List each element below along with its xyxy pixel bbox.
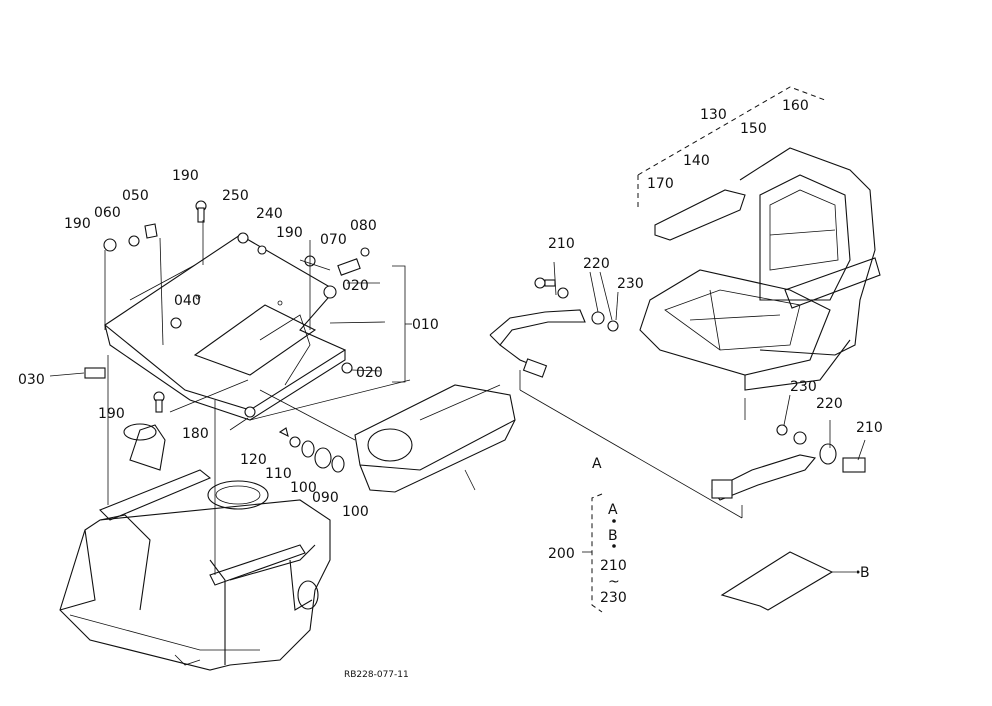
label-160: 160 [782,98,809,114]
leader-lines-left [49,220,412,575]
kit-bracket [582,493,616,613]
label-240: 240 [256,206,283,222]
label-120: 120 [240,452,267,468]
label-230-a: 230 [617,276,644,292]
label-090: 090 [312,490,339,506]
label-210-a: 210 [548,236,575,252]
sticker-b [720,551,860,611]
label-110: 110 [265,466,292,482]
label-a-line: A [592,456,602,472]
frame-body [59,423,331,671]
label-020-a: 020 [342,278,369,294]
label-010: 010 [412,317,439,333]
label-030: 030 [18,372,45,388]
label-190-a: 190 [172,168,199,184]
label-100-b: 100 [342,504,369,520]
label-200: 200 [548,546,575,562]
kit-a: A [608,502,618,518]
slide-rail-assembly [354,384,516,493]
label-220-b: 220 [816,396,843,412]
seat-belt [489,261,866,519]
kit-tilde: ~ [608,574,620,590]
label-230-b: 230 [790,379,817,395]
label-210-b: 210 [856,420,883,436]
label-250: 250 [222,188,249,204]
label-040: 040 [174,293,201,309]
label-180: 180 [182,426,209,442]
seat-assembly [639,147,881,420]
labels: 190 050 060 190 250 240 190 070 080 020 … [18,98,883,680]
label-190-c: 190 [276,225,303,241]
label-150: 150 [740,121,767,137]
kit-b: B [608,528,618,544]
label-050: 050 [122,188,149,204]
hardware-parts [84,200,370,473]
seat-mount-plate [104,234,347,421]
label-190-d: 190 [98,406,125,422]
label-220-a: 220 [583,256,610,272]
label-020-b: 020 [356,365,383,381]
label-070: 070 [320,232,347,248]
kit-230: 230 [600,590,627,606]
label-100-a: 100 [290,480,317,496]
label-130: 130 [700,107,727,123]
kit-210: 210 [600,558,627,574]
label-060: 060 [94,205,121,221]
label-170: 170 [647,176,674,192]
seat-bracket-dashed [637,86,826,210]
drawing-number: RB228-077-11 [344,670,409,680]
label-140: 140 [683,153,710,169]
label-080: 080 [350,218,377,234]
label-190-b: 190 [64,216,91,232]
label-b-sticker: B [860,565,870,581]
